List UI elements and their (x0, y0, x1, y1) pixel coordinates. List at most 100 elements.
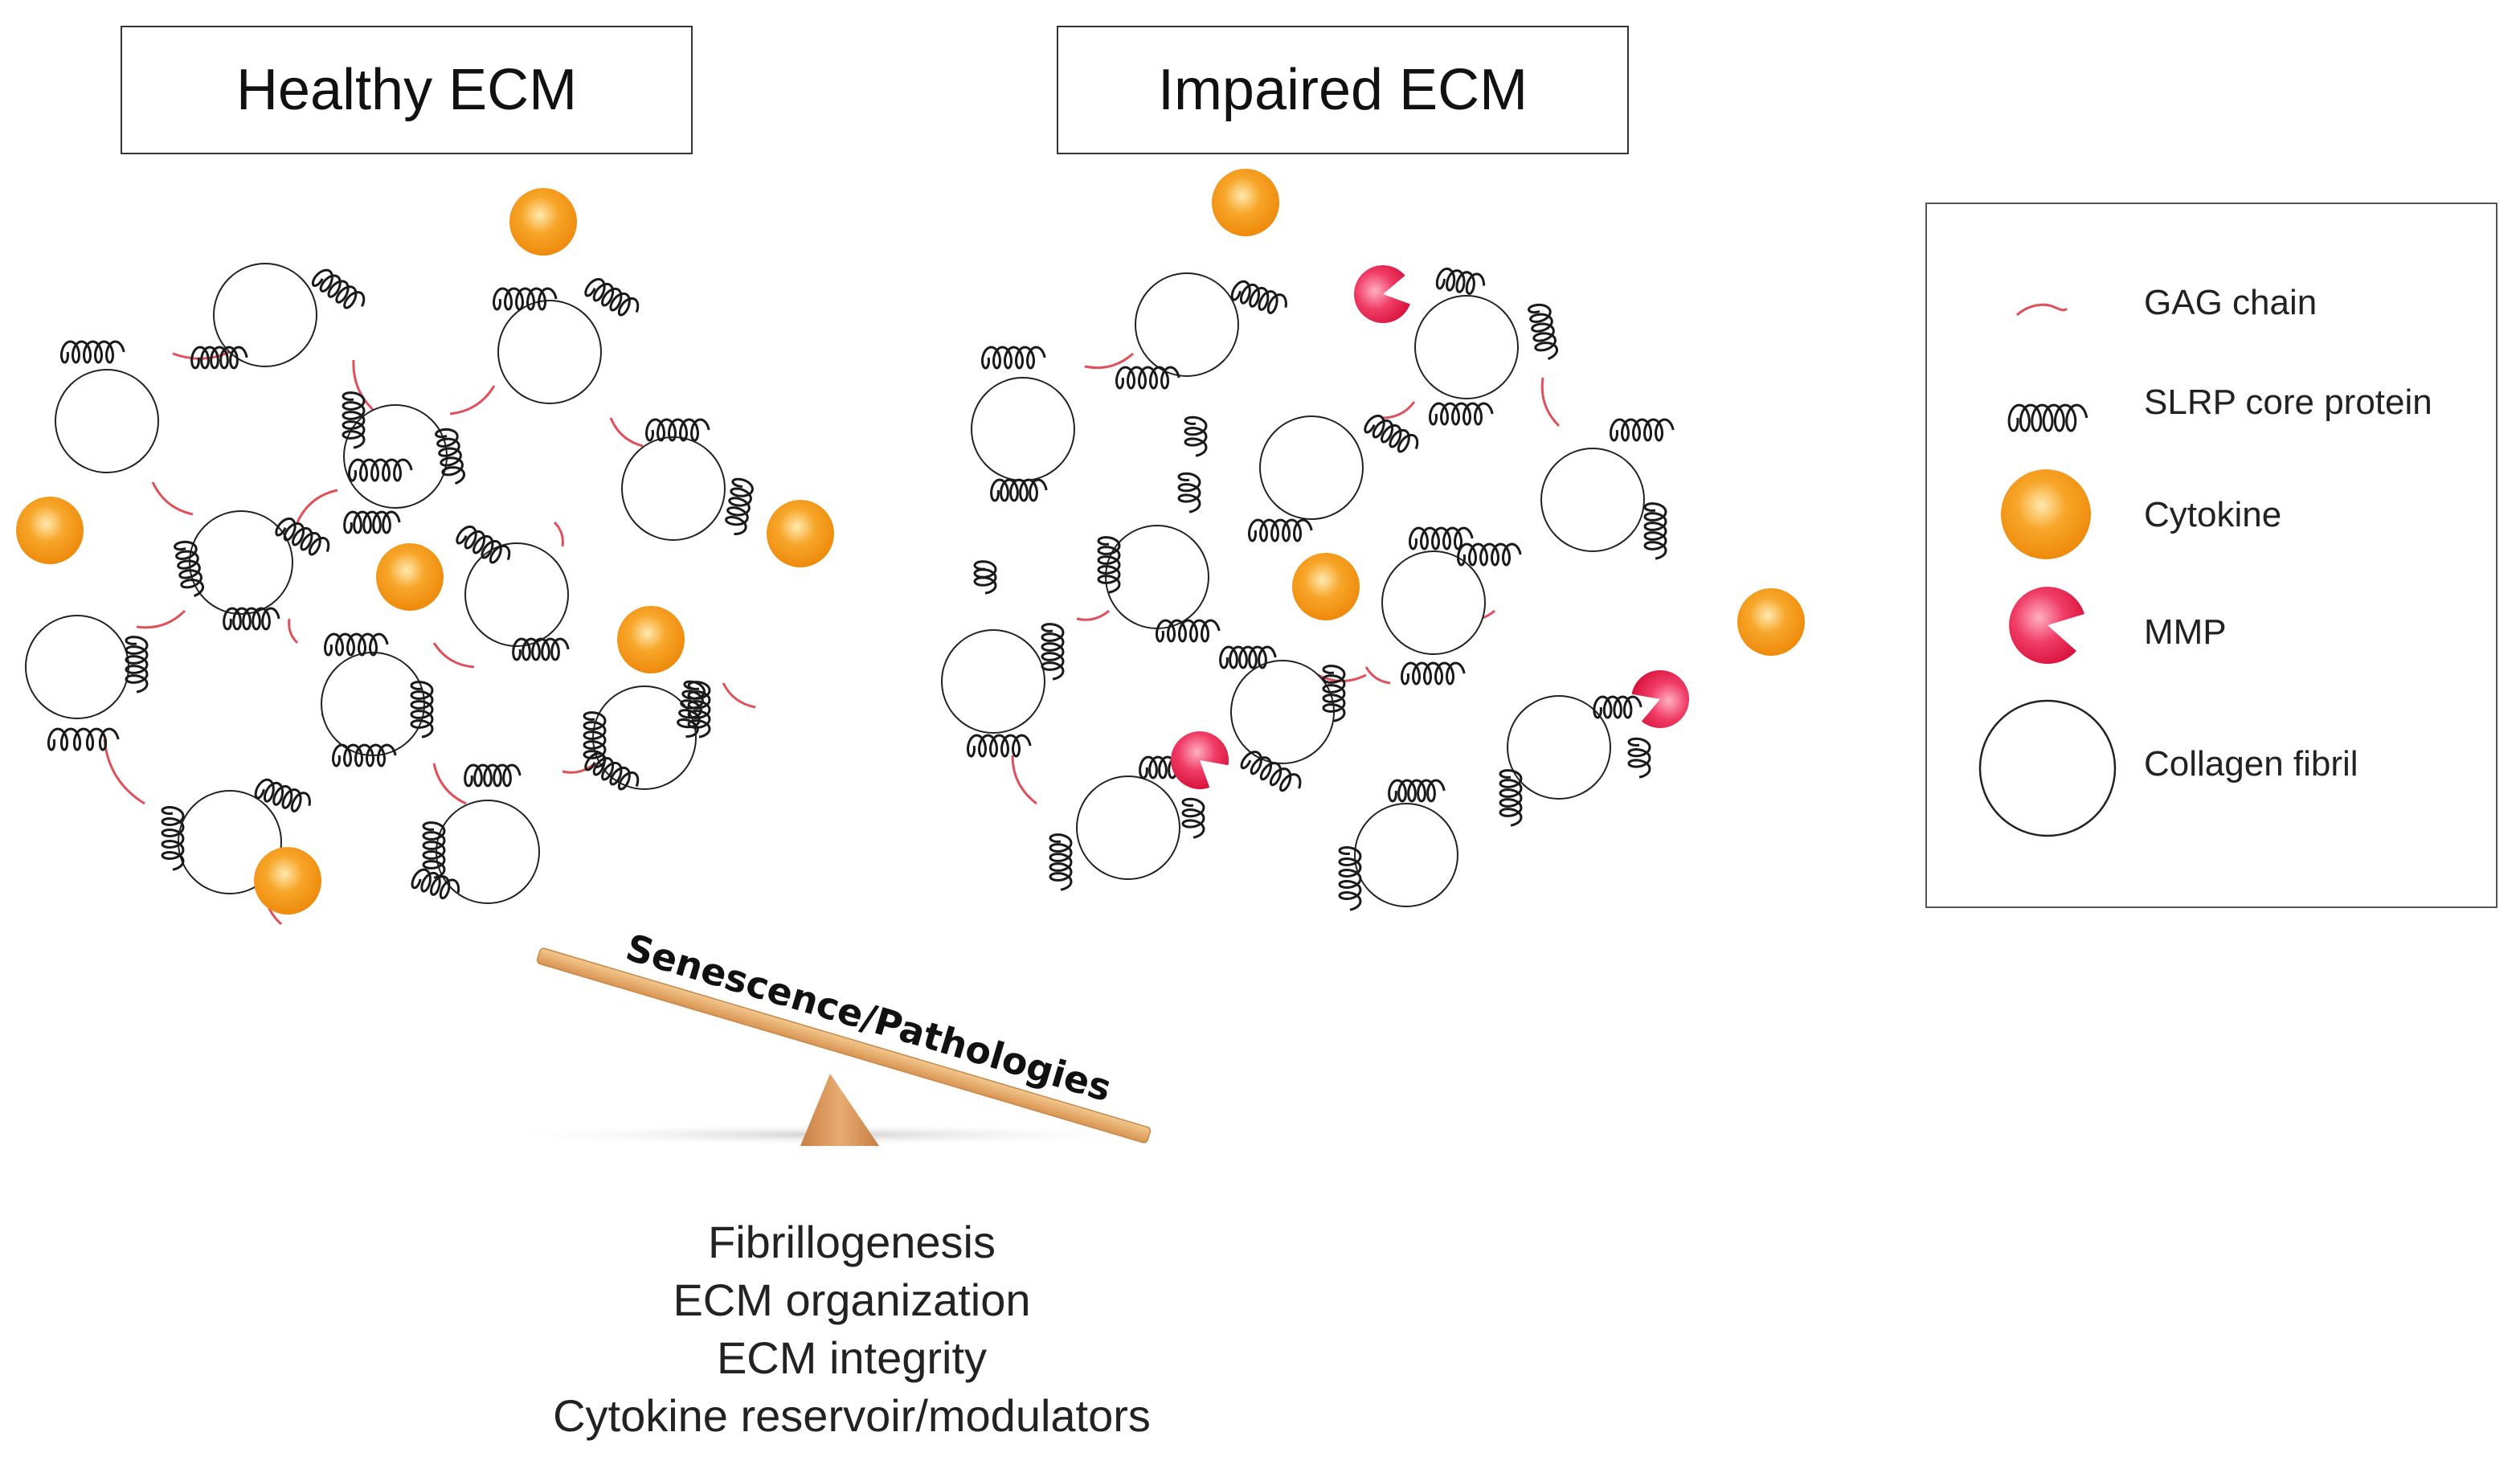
collagen-fibril (1354, 803, 1458, 907)
collagen-fibril (941, 629, 1045, 734)
slrp-coil (342, 391, 366, 449)
legend-label-cytokine: Cytokine (2144, 495, 2282, 534)
slrp-coil (456, 526, 511, 564)
balance-seesaw: Senescence/Pathologies (490, 926, 1165, 1146)
slrp-coil (331, 743, 397, 767)
slrp-coil (1322, 665, 1346, 722)
function-item: Fibrillogenesis (708, 1217, 996, 1267)
cytokine (254, 847, 321, 915)
slrp-coil (1593, 695, 1642, 719)
collagen-fibril (1381, 550, 1486, 655)
legend-label-mmp: MMP (2144, 612, 2227, 652)
collagen-fibril (1540, 448, 1645, 552)
slrp-coil (1435, 268, 1486, 296)
slrp-coil (254, 778, 311, 812)
gag-chain (288, 618, 299, 644)
collagen-fibrils (25, 263, 1645, 907)
slrp-coil (1388, 779, 1446, 803)
cytokine (767, 500, 834, 567)
gag-chain (352, 359, 378, 415)
gag-chain (1084, 352, 1134, 370)
cytokine (617, 606, 685, 673)
slrp-coil (343, 510, 401, 534)
collagen-fibril (464, 542, 569, 647)
gag-chain (553, 521, 564, 547)
slrp-coil (1527, 303, 1558, 360)
slrp-coil (1338, 845, 1362, 911)
slrp-coil (492, 287, 558, 311)
gag-chain (609, 417, 644, 448)
slrp-coil (1499, 769, 1523, 827)
collagen-fibril (1259, 415, 1364, 520)
function-list: Fibrillogenesis ECM organization ECM int… (482, 1213, 1221, 1445)
cytokine (16, 497, 84, 564)
collagen-fibril (1135, 272, 1239, 377)
gag-chain (1317, 673, 1367, 682)
mmp-enzyme (1354, 265, 1410, 323)
slrp-coil (434, 428, 465, 485)
gag-chain (136, 609, 186, 629)
function-item: ECM integrity (716, 1332, 988, 1383)
cytokine-sphere-icon (2001, 469, 2091, 559)
legend-label-collagen: Collagen fibril (2144, 744, 2358, 784)
collagen-fibril (25, 615, 129, 719)
gag-chain (1540, 377, 1561, 428)
slrp-coil (190, 346, 248, 370)
slrp-coil (1177, 472, 1201, 514)
collagen-fibril (592, 685, 697, 790)
cytokine (1292, 553, 1360, 620)
collagen-fibril (1507, 695, 1611, 800)
slrp-coil (973, 560, 997, 595)
slrp-coil (2007, 403, 2088, 432)
healthy-ecm-title: Healthy ECM (121, 26, 693, 154)
collagen-fibril (55, 369, 159, 473)
slrp-coil (411, 868, 460, 900)
legend-label-slrp: SLRP core protein (2144, 383, 2432, 422)
collagen-fibril (497, 300, 602, 404)
slrp-coil (1240, 751, 1302, 792)
slrp-coil (311, 268, 366, 309)
gag-chain (449, 385, 496, 415)
cytokine (1212, 169, 1279, 236)
slrp-coil (1400, 661, 1466, 685)
slrp-coil (584, 752, 640, 791)
collagen-fibril (1230, 660, 1335, 764)
collagen-fibril (621, 436, 726, 541)
cytokine (1737, 588, 1805, 656)
slrp-coil (161, 805, 185, 871)
slrp-coil (1609, 418, 1675, 442)
slrp-coil (1097, 536, 1121, 594)
slrp-coil (464, 763, 522, 788)
gag-chain (151, 481, 194, 516)
slrp-coil (725, 477, 754, 536)
cytokines (16, 169, 1805, 915)
slrp-coil (1247, 518, 1313, 542)
slrp-coil (584, 278, 640, 317)
cytokine (509, 188, 577, 256)
slrp-coil (125, 636, 149, 694)
gag-chain (432, 763, 467, 805)
gag-chain (1364, 666, 1391, 685)
impaired-ecm-title: Impaired ECM (1057, 26, 1629, 154)
collagen-fibril (189, 510, 293, 615)
gag-chain (1011, 755, 1037, 805)
collagen-fibril (436, 800, 540, 904)
slrp-coil-icon (2007, 403, 2088, 432)
gag-chain (1381, 401, 1416, 419)
slrp-coil (275, 518, 330, 556)
slrp-coil (422, 821, 446, 879)
slrp-coil (223, 607, 280, 631)
slrp-coil (687, 681, 711, 739)
slrp-coil (990, 478, 1048, 502)
slrp-coil (1643, 502, 1667, 560)
slrp-coil (583, 711, 607, 769)
slrp-coil (1364, 415, 1419, 453)
mmp-enzyme (1631, 670, 1689, 728)
collagen-fibril (343, 404, 448, 509)
collagen-fibril-icon (1978, 699, 2117, 837)
slrp-coil (1181, 797, 1205, 839)
mmp-pacman-icon (2009, 587, 2084, 665)
gag-chain (722, 682, 756, 709)
gag-chain (296, 489, 338, 523)
